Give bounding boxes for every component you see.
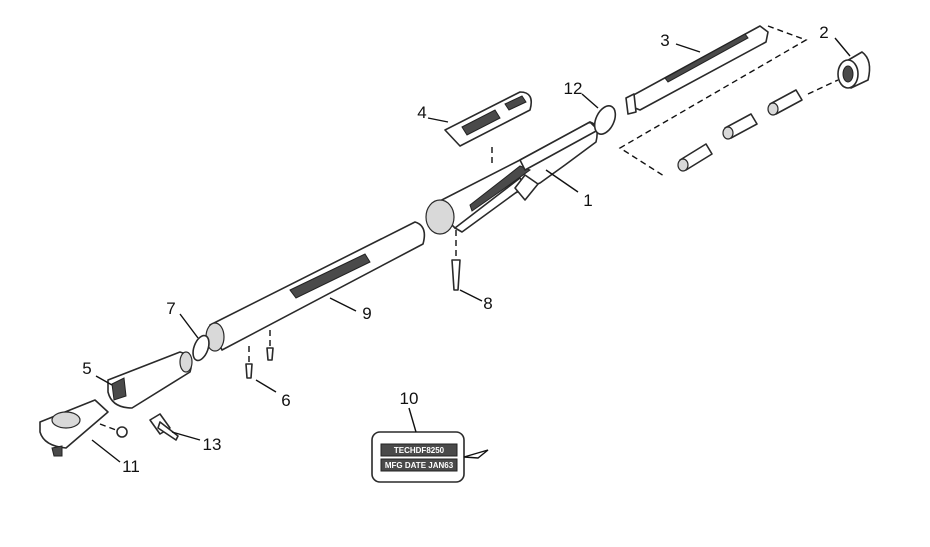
callout-7: 7 <box>166 299 175 318</box>
battery <box>722 113 758 140</box>
part-1-handle-housing <box>425 121 599 235</box>
part-5-head-mount <box>107 351 193 409</box>
part-4-display-cover <box>444 91 533 147</box>
batteries <box>677 89 803 172</box>
part-10-label-plate <box>371 431 489 483</box>
callout-2: 2 <box>819 23 828 42</box>
assembly-bracket <box>618 25 808 177</box>
callout-9: 9 <box>362 304 371 323</box>
cap-alignment-line <box>807 79 839 95</box>
battery <box>677 143 713 172</box>
part-7-o-ring <box>192 334 210 362</box>
part-3-battery-tray <box>625 25 769 115</box>
part-11-ratchet-head <box>39 399 128 457</box>
battery <box>767 89 803 116</box>
callout-13: 13 <box>203 435 222 454</box>
callout-3: 3 <box>660 31 669 50</box>
label-model-text: TECHDF8250 <box>394 446 445 455</box>
callout-10: 10 <box>400 389 419 408</box>
part-12-o-ring <box>593 105 617 135</box>
part-6-screws <box>245 330 274 379</box>
part-8-screw <box>451 230 461 291</box>
part-13-bolt <box>149 413 179 441</box>
leader-lines <box>91 37 851 463</box>
callout-5: 5 <box>82 359 91 378</box>
callout-1: 1 <box>583 191 592 210</box>
callout-11: 11 <box>122 457 140 476</box>
callout-6: 6 <box>281 391 290 410</box>
part-2-end-cap <box>837 51 871 89</box>
callout-12: 12 <box>564 79 583 98</box>
callout-4: 4 <box>417 103 426 122</box>
callout-8: 8 <box>483 294 492 313</box>
part-9-main-tube <box>205 221 426 352</box>
label-mfg-date-text: MFG DATE JAN63 <box>385 461 454 470</box>
